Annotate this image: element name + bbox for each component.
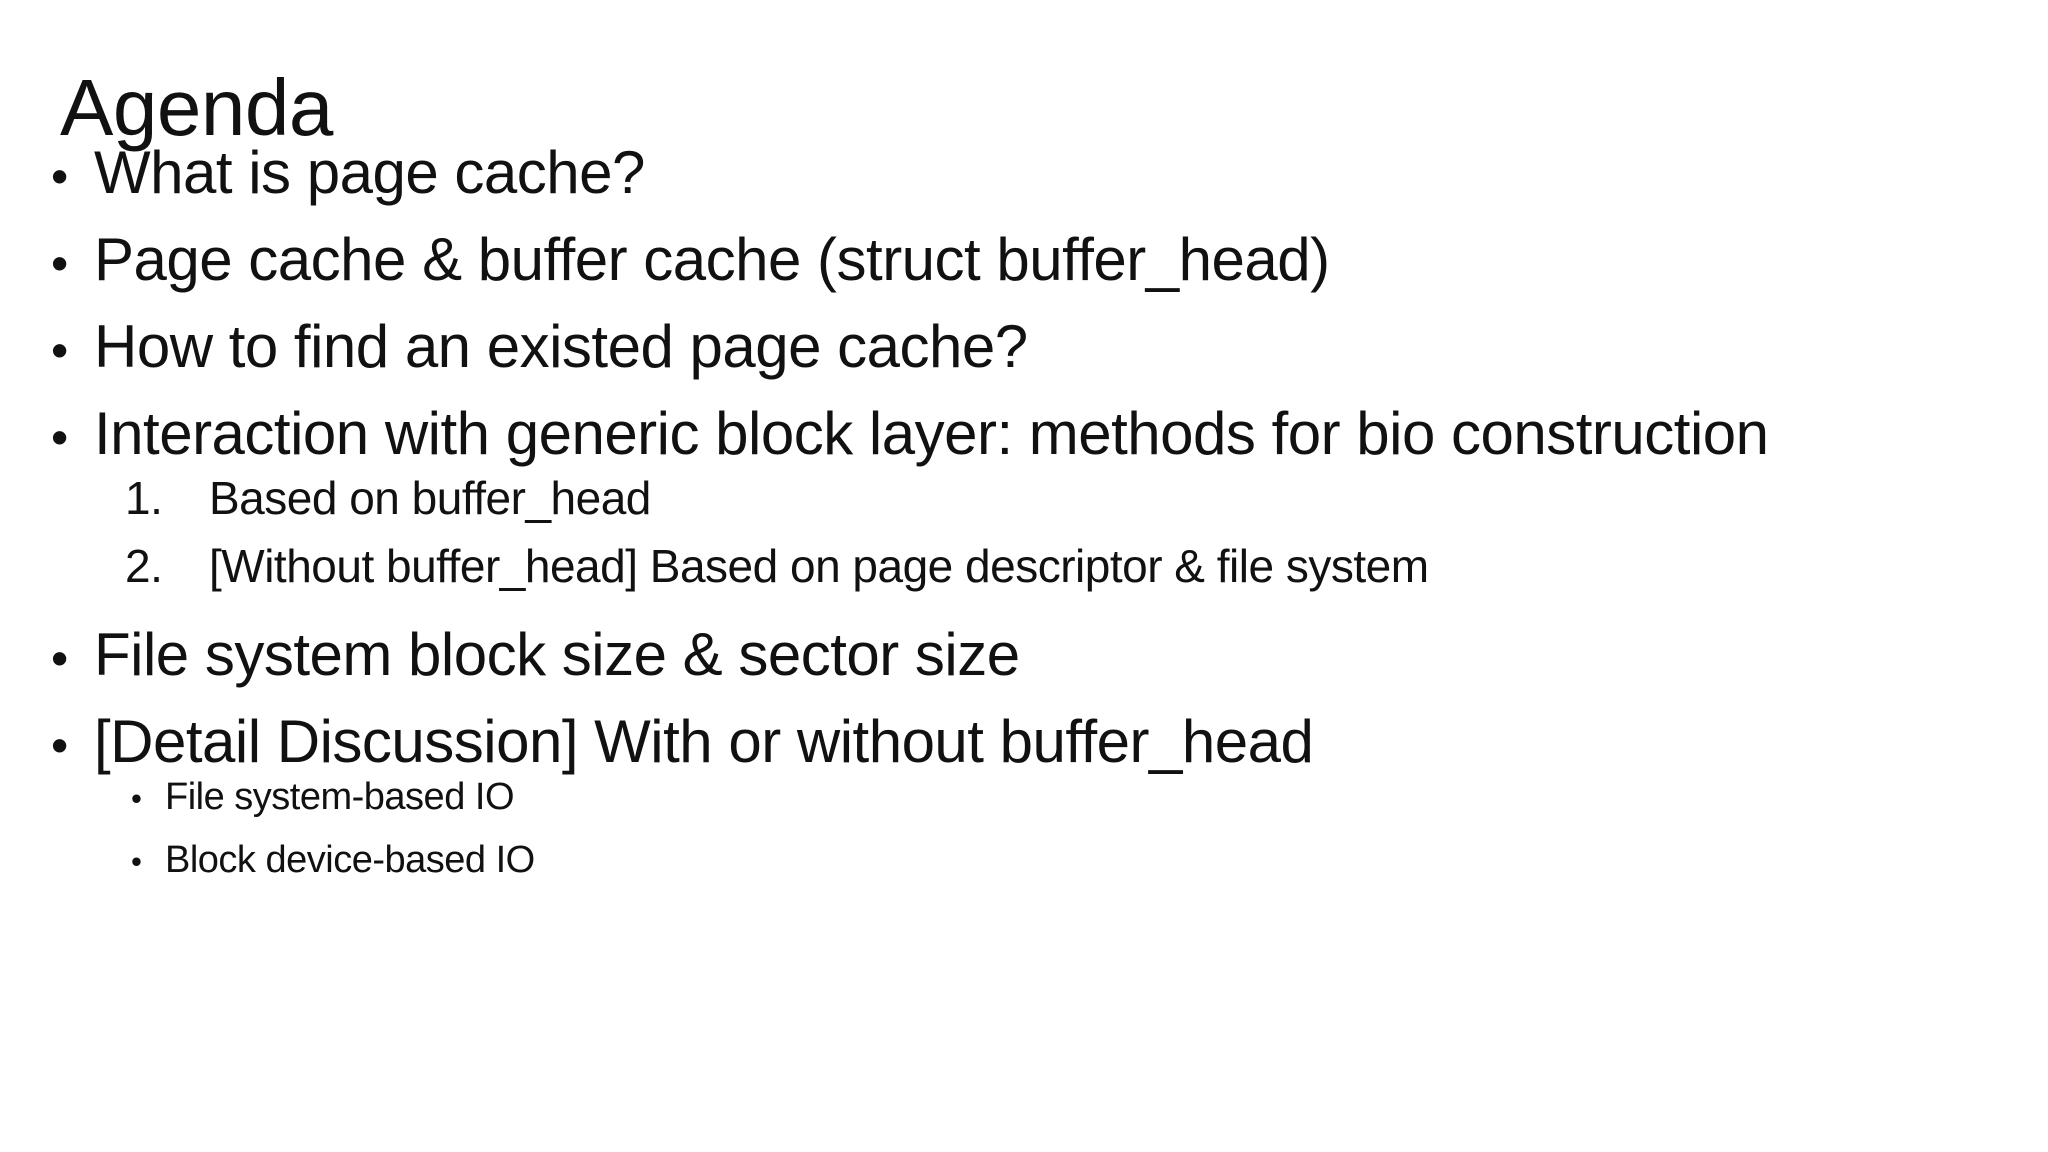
agenda-subitem-label: [Without buffer_head] Based on page desc… — [209, 540, 1429, 592]
agenda-item-label: How to find an existed page cache? — [94, 313, 1028, 380]
agenda-subitem-file-system-based-io: • File system-based IO — [131, 775, 515, 821]
bullet-marker: • — [51, 323, 68, 378]
list-number: 2. — [125, 540, 163, 592]
agenda-item-block-size-sector-size: • File system block size & sector size — [51, 619, 1020, 691]
agenda-subitem-label: File system-based IO — [165, 776, 515, 818]
agenda-item-label: What is page cache? — [94, 139, 645, 206]
agenda-item-label: [Detail Discussion] With or without buff… — [94, 708, 1314, 775]
list-number: 1. — [125, 472, 163, 524]
agenda-subitem-based-on-buffer-head: 1. Based on buffer_head — [125, 471, 651, 526]
agenda-subitem-label: Block device-based IO — [165, 839, 535, 881]
agenda-item-label: Interaction with generic block layer: me… — [94, 400, 1769, 467]
bullet-marker: • — [51, 236, 68, 291]
agenda-item-page-cache-buffer-cache: • Page cache & buffer cache (struct buff… — [51, 224, 1330, 296]
bullet-marker: • — [51, 718, 68, 773]
agenda-item-find-existed-page-cache: • How to find an existed page cache? — [51, 311, 1028, 383]
agenda-item-detail-discussion: • [Detail Discussion] With or without bu… — [51, 706, 1314, 778]
bullet-marker: • — [51, 410, 68, 465]
agenda-item-label: Page cache & buffer cache (struct buffer… — [94, 226, 1330, 293]
bullet-marker: • — [131, 844, 142, 879]
slide-title: Agenda — [60, 62, 333, 152]
agenda-item-what-is-page-cache: • What is page cache? — [51, 137, 645, 209]
agenda-item-label: File system block size & sector size — [94, 621, 1020, 688]
bullet-marker: • — [51, 631, 68, 686]
agenda-subitem-without-buffer-head: 2. [Without buffer_head] Based on page d… — [125, 539, 1429, 594]
agenda-subitem-label: Based on buffer_head — [209, 472, 651, 524]
agenda-item-generic-block-layer: • Interaction with generic block layer: … — [51, 398, 1769, 470]
agenda-subitem-block-device-based-io: • Block device-based IO — [131, 838, 535, 884]
bullet-marker: • — [131, 781, 142, 816]
bullet-marker: • — [51, 149, 68, 204]
